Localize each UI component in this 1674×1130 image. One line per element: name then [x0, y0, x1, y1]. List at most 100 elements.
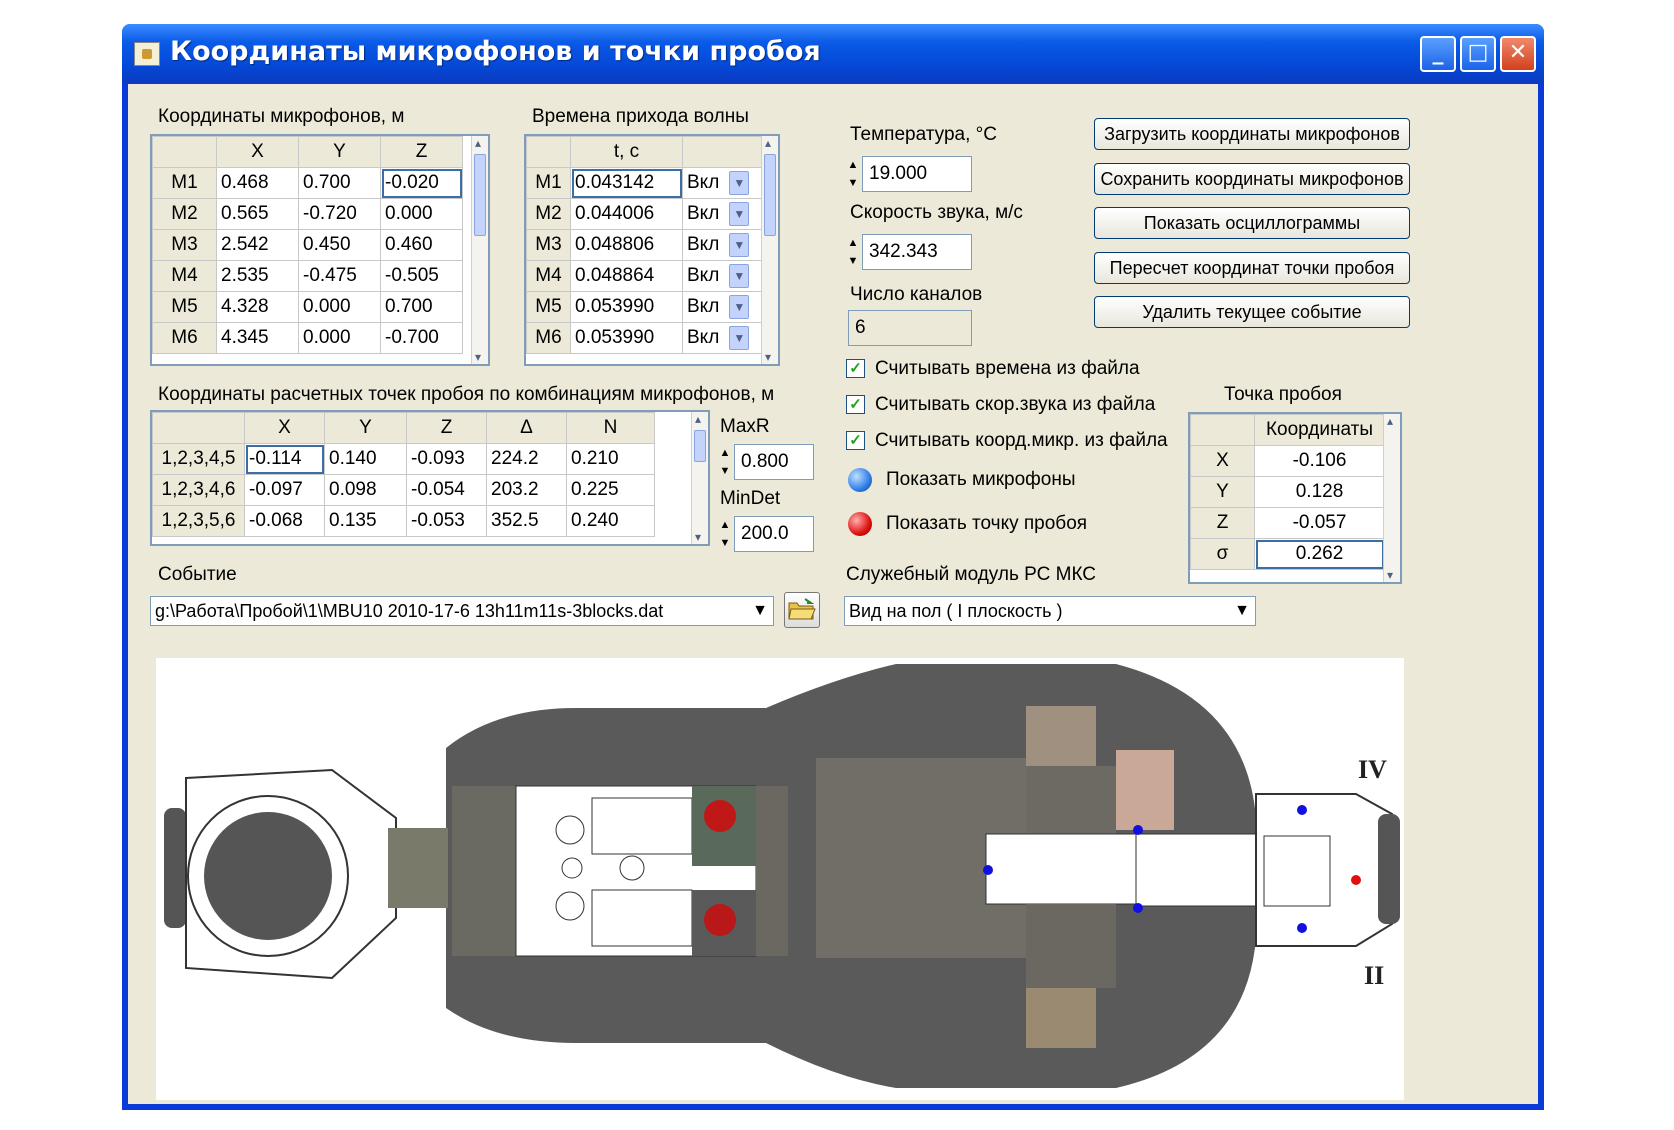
read-coords-checkbox[interactable]: ✓Считывать коорд.микр. из файла — [846, 430, 1168, 452]
show-mics-toggle[interactable]: Показать микрофоны — [848, 468, 1076, 492]
open-folder-button[interactable] — [784, 592, 820, 628]
microphone-marker[interactable] — [1297, 805, 1307, 815]
dropdown-arrow-icon[interactable]: ▼ — [747, 597, 773, 625]
time-cell[interactable]: Вкл▼ — [682, 229, 765, 261]
view-select[interactable]: Вид на пол ( I плоскость ) ▼ — [844, 596, 1256, 626]
breakdown-cell[interactable]: 0.262 — [1254, 538, 1385, 570]
mic-cell[interactable]: 2.542 — [216, 229, 299, 261]
breakdown-cell[interactable]: 0.128 — [1254, 476, 1385, 508]
time-cell[interactable]: Вкл▼ — [682, 291, 765, 323]
calc-cell[interactable]: 0.098 — [324, 474, 407, 506]
mic-cell[interactable]: 0.000 — [298, 291, 381, 323]
sound-speed-input[interactable]: 342.343 — [862, 234, 972, 270]
chevron-down-icon[interactable]: ▼ — [729, 326, 750, 350]
save-mic-coords-button[interactable]: Сохранить координаты микрофонов — [1094, 163, 1410, 195]
mic-cell[interactable]: 0.460 — [380, 229, 463, 261]
mic-cell[interactable]: 0.700 — [380, 291, 463, 323]
mic-cell[interactable]: 0.000 — [380, 198, 463, 230]
load-mic-coords-button[interactable]: Загрузить координаты микрофонов — [1094, 118, 1410, 150]
spinner-arrows-icon[interactable]: ▲▼ — [847, 159, 859, 189]
breakdown-grid-scrollbar[interactable] — [1383, 414, 1400, 582]
check-icon[interactable]: ✓ — [846, 359, 865, 379]
temperature-input[interactable]: 19.000 — [862, 156, 972, 192]
calc-cell[interactable]: 352.5 — [486, 505, 567, 537]
calc-cell[interactable]: -0.114 — [244, 443, 325, 475]
delete-event-button[interactable]: Удалить текущее событие — [1094, 296, 1410, 328]
calc-cell[interactable]: 0.140 — [324, 443, 407, 475]
check-icon[interactable]: ✓ — [846, 395, 865, 415]
spinner-arrows-icon[interactable]: ▲▼ — [719, 447, 731, 477]
microphone-marker[interactable] — [1133, 903, 1143, 913]
calc-cell[interactable]: -0.053 — [406, 505, 487, 537]
time-cell[interactable]: Вкл▼ — [682, 167, 765, 199]
calc-cell[interactable]: -0.054 — [406, 474, 487, 506]
read-times-checkbox[interactable]: ✓Считывать времена из файла — [846, 358, 1140, 380]
mic-cell[interactable]: 0.565 — [216, 198, 299, 230]
breakdown-cell[interactable]: -0.106 — [1254, 445, 1385, 477]
show-oscillograms-button[interactable]: Показать осциллограммы — [1094, 207, 1410, 239]
mic-grid-scrollbar[interactable] — [471, 136, 488, 364]
maximize-button[interactable]: □ — [1460, 36, 1496, 72]
microphone-marker[interactable] — [1297, 923, 1307, 933]
app-icon[interactable] — [134, 42, 160, 66]
calc-cell[interactable]: 0.210 — [566, 443, 655, 475]
mic-cell[interactable]: -0.720 — [298, 198, 381, 230]
red-ball-icon[interactable] — [848, 512, 872, 536]
mic-cell[interactable]: 2.535 — [216, 260, 299, 292]
recalc-point-button[interactable]: Пересчет координат точки пробоя — [1094, 252, 1410, 284]
mic-cell[interactable]: -0.020 — [380, 167, 463, 199]
time-cell[interactable]: Вкл▼ — [682, 322, 765, 354]
spinner-arrows-icon[interactable]: ▲▼ — [847, 237, 859, 267]
module-layout-drawing[interactable]: IV II — [156, 658, 1404, 1100]
mic-cell[interactable]: 0.000 — [298, 322, 381, 354]
calc-cell[interactable]: 0.240 — [566, 505, 655, 537]
mic-cell[interactable]: 0.700 — [298, 167, 381, 199]
time-cell[interactable]: Вкл▼ — [682, 198, 765, 230]
mic-cell[interactable]: 0.450 — [298, 229, 381, 261]
close-button[interactable]: ✕ — [1500, 36, 1536, 72]
chevron-down-icon[interactable]: ▼ — [729, 171, 750, 195]
maxr-input[interactable]: 0.800 — [734, 444, 814, 480]
mindet-input[interactable]: 200.0 — [734, 516, 814, 552]
mic-cell[interactable]: -0.505 — [380, 260, 463, 292]
table-row[interactable]: Z-0.057 — [1190, 507, 1385, 539]
calc-cell[interactable]: 203.2 — [486, 474, 567, 506]
calc-cell[interactable]: -0.068 — [244, 505, 325, 537]
breakdown-point-marker[interactable] — [1351, 875, 1361, 885]
table-row[interactable]: X-0.106 — [1190, 445, 1385, 477]
microphone-marker[interactable] — [983, 865, 993, 875]
minimize-button[interactable]: _ — [1420, 36, 1456, 72]
time-cell[interactable]: 0.053990 — [570, 291, 683, 323]
breakdown-cell[interactable]: -0.057 — [1254, 507, 1385, 539]
calc-cell[interactable]: 0.225 — [566, 474, 655, 506]
mic-cell[interactable]: 4.328 — [216, 291, 299, 323]
microphone-marker[interactable] — [1133, 825, 1143, 835]
calc-cell[interactable]: 224.2 — [486, 443, 567, 475]
calc-cell[interactable]: 0.135 — [324, 505, 407, 537]
time-cell[interactable]: 0.043142 — [570, 167, 683, 199]
time-cell[interactable]: 0.044006 — [570, 198, 683, 230]
title-bar[interactable]: Координаты микрофонов и точки пробоя _ □… — [122, 24, 1544, 84]
time-cell[interactable]: Вкл▼ — [682, 260, 765, 292]
check-icon[interactable]: ✓ — [846, 431, 865, 451]
spinner-arrows-icon[interactable]: ▲▼ — [719, 519, 731, 549]
chevron-down-icon[interactable]: ▼ — [729, 202, 750, 226]
